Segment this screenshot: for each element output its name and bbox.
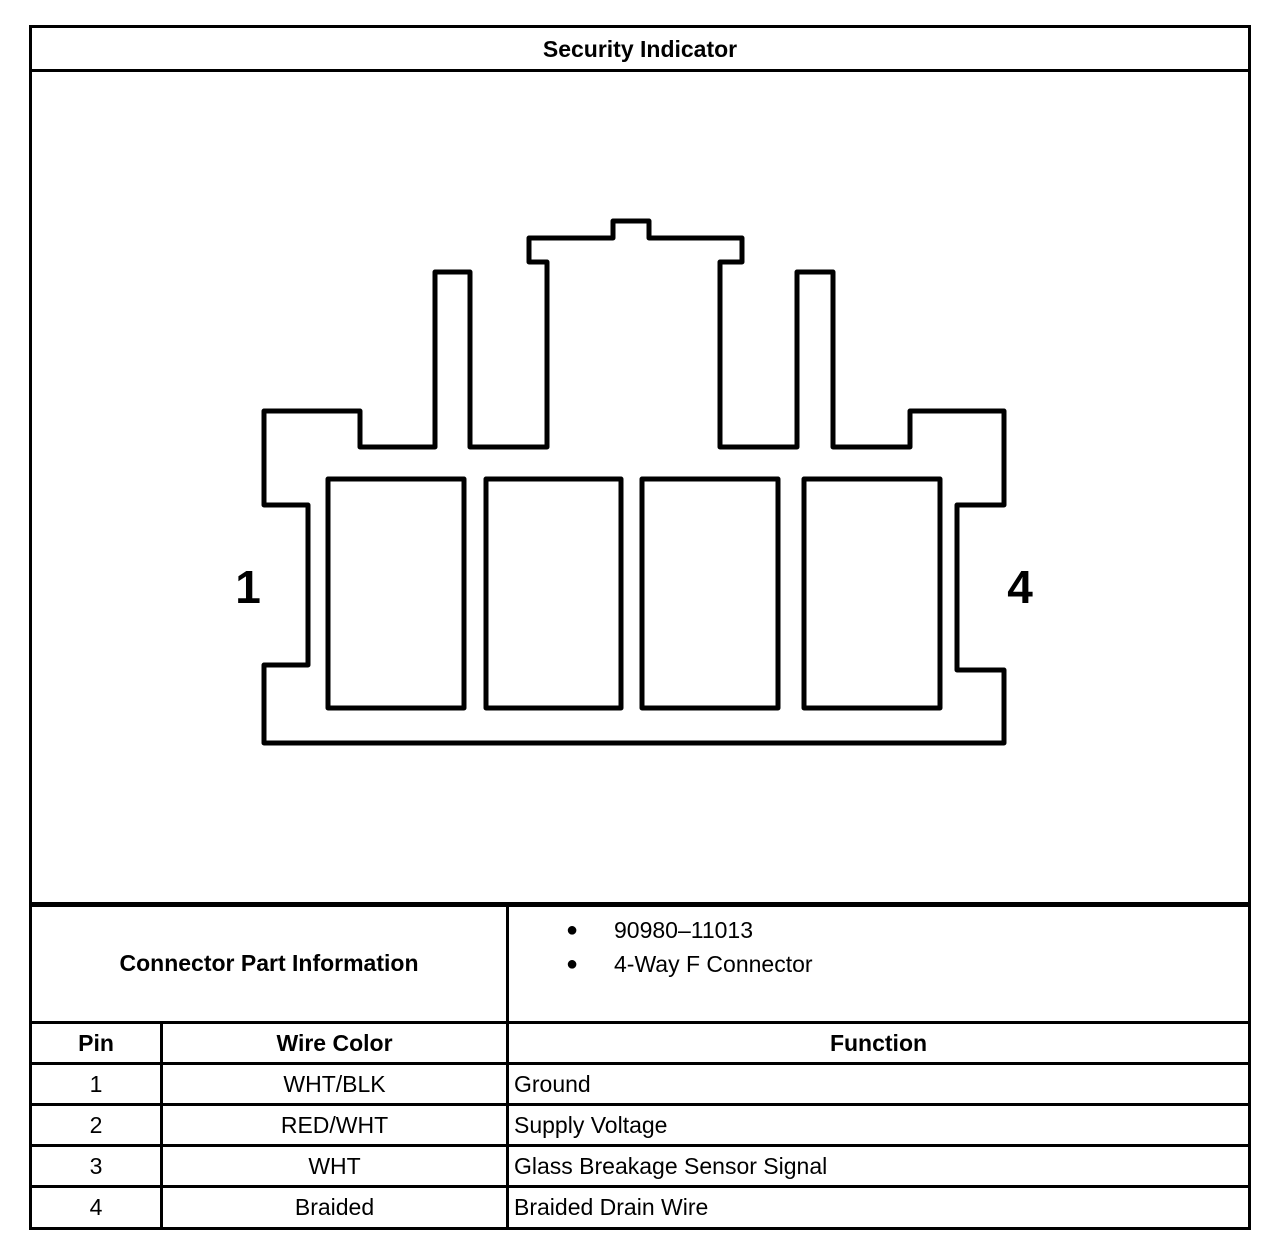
row-1-divider bbox=[32, 1103, 1248, 1106]
row-1-pin: 1 bbox=[89, 1070, 103, 1097]
row-3-function: Glass Breakage Sensor Signal bbox=[514, 1152, 828, 1179]
connector-info-item: ● 90980–11013 bbox=[556, 913, 1236, 947]
connector-info-label: Connector Part Information bbox=[119, 949, 419, 976]
pin-column-divider bbox=[160, 1024, 163, 1227]
pin-cavity-3 bbox=[639, 476, 781, 711]
connector-info-divider bbox=[506, 907, 509, 1021]
pin-cavity-1 bbox=[325, 476, 467, 711]
connector-type: 4-Way F Connector bbox=[614, 951, 813, 977]
connector-face-diagram: 1 4 bbox=[235, 218, 1033, 746]
sheet-title: Security Indicator bbox=[542, 36, 738, 62]
connector-info-item: ● 4-Way F Connector bbox=[556, 947, 1236, 981]
pin-label-right: 4 bbox=[1007, 561, 1033, 613]
row-2-wire-color: RED/WHT bbox=[280, 1111, 389, 1138]
title-divider bbox=[32, 69, 1248, 72]
row-2-divider bbox=[32, 1144, 1248, 1147]
row-2-function: Supply Voltage bbox=[514, 1111, 668, 1138]
row-4-pin: 4 bbox=[89, 1194, 103, 1220]
connector-sheet: Security Indicator 1 4 Connector Part In… bbox=[29, 25, 1251, 1230]
row-1-wire-color: WHT/BLK bbox=[283, 1070, 386, 1097]
row-4-function: Braided Drain Wire bbox=[514, 1194, 709, 1220]
wire-column-divider bbox=[506, 1024, 509, 1227]
connector-housing-outline bbox=[261, 218, 1007, 746]
row-4-wire-color: Braided bbox=[294, 1194, 375, 1220]
row-3-pin: 3 bbox=[89, 1152, 103, 1179]
row-1-function: Ground bbox=[514, 1070, 591, 1097]
diagram-divider bbox=[32, 902, 1248, 907]
header-divider bbox=[32, 1062, 1248, 1065]
connector-info-list: ● 90980–11013 ● 4-Way F Connector bbox=[556, 913, 1236, 981]
bullet-icon: ● bbox=[566, 919, 579, 941]
row-2-pin: 2 bbox=[89, 1111, 103, 1138]
header-function: Function bbox=[829, 1029, 928, 1056]
row-3-divider bbox=[32, 1185, 1248, 1188]
row-3-wire-color: WHT bbox=[308, 1152, 361, 1179]
table-top-border bbox=[32, 1021, 1248, 1024]
pin-label-left: 1 bbox=[235, 561, 261, 613]
part-number: 90980–11013 bbox=[614, 917, 753, 943]
pin-cavity-2 bbox=[483, 476, 624, 711]
bullet-icon: ● bbox=[566, 953, 579, 975]
pin-cavity-4 bbox=[801, 476, 943, 711]
header-pin: Pin bbox=[78, 1029, 114, 1056]
header-wire-color: Wire Color bbox=[276, 1029, 393, 1056]
